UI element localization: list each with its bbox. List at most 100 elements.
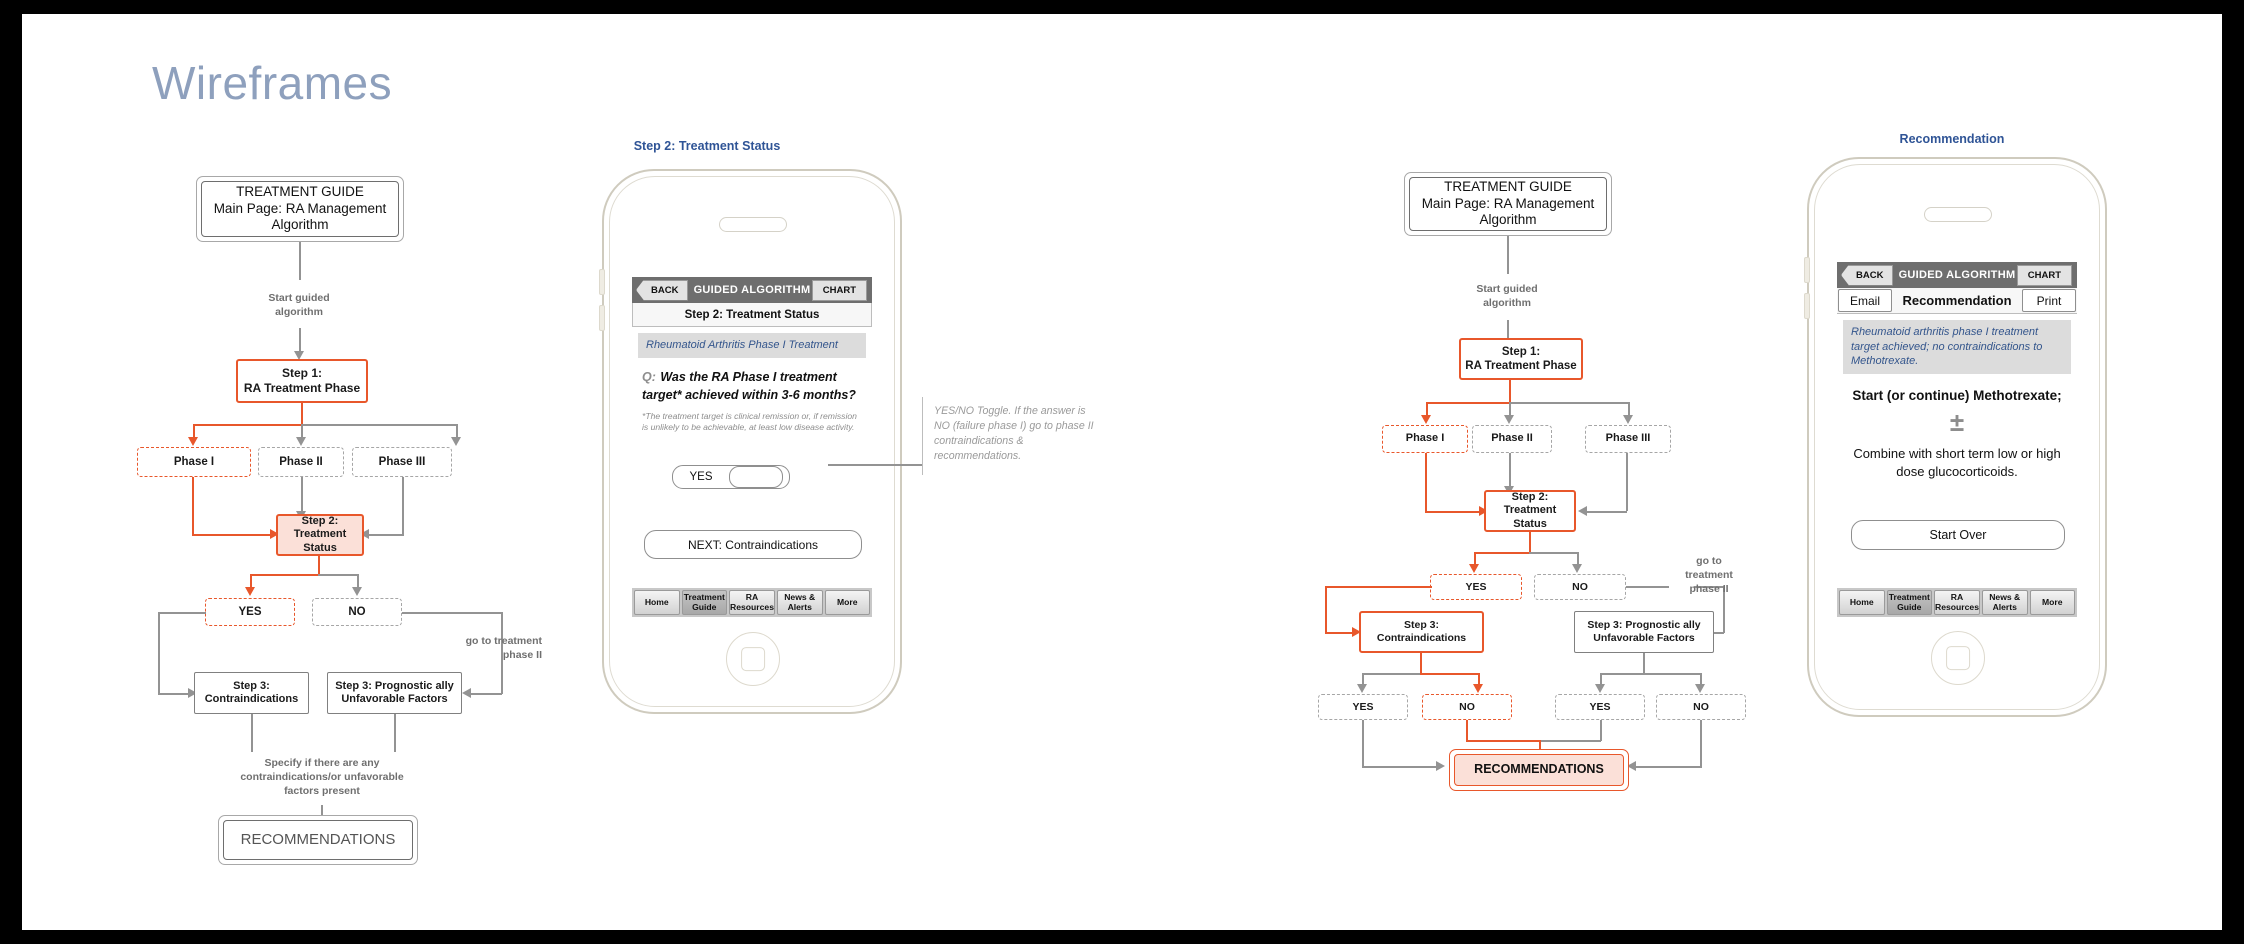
left-edge-p3-left — [367, 534, 403, 536]
right-no-box[interactable]: NO — [1534, 574, 1626, 600]
right-step3b-line2: Unfavorable Factors — [1593, 632, 1695, 644]
plus-minus-icon: ± — [1949, 406, 1965, 437]
left-nav-title: GUIDED ALGORITHM — [693, 284, 811, 296]
right-edge-step2-no — [1529, 552, 1578, 554]
left-arrow-yes — [245, 587, 255, 596]
left-annotation-bar — [922, 397, 924, 475]
left-step2-box[interactable]: Step 2: Treatment Status — [276, 514, 364, 556]
start-over-button[interactable]: Start Over — [1851, 520, 2065, 550]
right-edge-s3b-yes-down — [1600, 673, 1602, 686]
left-arrow-to-step1 — [294, 351, 304, 360]
tab-home[interactable]: Home — [634, 590, 680, 615]
left-phone-earpiece-speaker — [719, 217, 787, 232]
left-phone-home-button[interactable] — [726, 632, 780, 686]
left-edge-step2-down — [318, 556, 321, 576]
left-start-line3: Algorithm — [271, 217, 329, 233]
right-step3a-line1: Step 3: — [1403, 619, 1439, 632]
right-goto-line1: go to — [1696, 555, 1722, 567]
right-s3b-yes-box[interactable]: YES — [1555, 694, 1645, 720]
chart-button[interactable]: CHART — [811, 279, 867, 301]
back-button[interactable]: BACK — [636, 279, 689, 301]
right-edge-p1-right — [1425, 511, 1482, 514]
right-recommendations-label: RECOMMENDATIONS — [1454, 754, 1624, 786]
toggle-knob[interactable] — [729, 466, 783, 488]
right-recommendations-terminator[interactable]: RECOMMENDATIONS — [1449, 749, 1629, 791]
tab-more[interactable]: More — [2029, 590, 2076, 615]
left-step3b-box[interactable]: Step 3: Prognostic ally Unfavorable Fact… — [327, 672, 462, 714]
tab-news-alerts[interactable]: News &Alerts — [776, 590, 823, 615]
right-edge-p1-down — [1425, 453, 1428, 513]
right-phase1-box[interactable]: Phase I — [1382, 425, 1468, 453]
email-button[interactable]: Email — [1838, 289, 1892, 312]
left-edge-no-vert — [501, 612, 503, 694]
right-edge-to-phase1 — [1426, 402, 1429, 417]
right-phone-recommendation-body: Start (or continue) Methotrexate; ± Comb… — [1837, 374, 2077, 482]
left-edge-start-label: Start guided algorithm — [239, 291, 359, 319]
right-goto-label: go to treatment phase II — [1667, 554, 1751, 597]
left-edge-label-line1: Start guided — [268, 292, 330, 304]
tab-more[interactable]: More — [824, 590, 871, 615]
left-recommendations-label: RECOMMENDATIONS — [223, 820, 413, 860]
right-step2-box[interactable]: Step 2: Treatment Status — [1484, 490, 1576, 532]
left-recommendations-terminator[interactable]: RECOMMENDATIONS — [218, 815, 418, 865]
left-phase3-box[interactable]: Phase III — [352, 447, 452, 477]
left-step3a-box[interactable]: Step 3: Contraindications — [194, 672, 309, 714]
right-arrow-rec-left — [1436, 761, 1445, 771]
right-arrow-s3b-no — [1695, 684, 1705, 693]
left-edge-p1-right — [192, 534, 272, 537]
right-yes-box[interactable]: YES — [1430, 574, 1522, 600]
right-start-terminator: TREATMENT GUIDE Main Page: RA Management… — [1404, 172, 1612, 236]
right-step3b-box[interactable]: Step 3: Prognostic ally Unfavorable Fact… — [1574, 611, 1714, 653]
right-phase3-box[interactable]: Phase III — [1585, 425, 1671, 453]
right-phone-volume-up-button[interactable] — [1804, 257, 1810, 283]
chart-button[interactable]: CHART — [2016, 264, 2072, 286]
right-s3a-no-box[interactable]: NO — [1422, 694, 1512, 720]
right-edge-label-line1: Start guided — [1476, 283, 1538, 295]
left-arrow-step3a — [188, 688, 197, 698]
left-phone-volume-up-button[interactable] — [599, 269, 605, 295]
left-phone-volume-down-button[interactable] — [599, 305, 605, 331]
left-edge-yes-vert — [158, 612, 160, 694]
left-phase2-box[interactable]: Phase II — [258, 447, 344, 477]
right-step3b-line1: Step 3: Prognostic ally — [1587, 619, 1701, 632]
right-edge-to-phase3 — [1628, 402, 1630, 417]
right-edge-step2-down — [1529, 532, 1532, 554]
right-edge-yes-out — [1325, 586, 1432, 589]
yes-no-toggle[interactable]: YES — [672, 465, 790, 489]
left-phase1-box[interactable]: Phase I — [137, 447, 251, 477]
question-text: Was the RA Phase I treatment target* ach… — [642, 369, 856, 402]
left-yes-box[interactable]: YES — [205, 598, 295, 626]
right-step1-box[interactable]: Step 1: RA Treatment Phase — [1459, 338, 1583, 380]
left-phone-screen: GUIDED ALGORITHM BACK CHART Step 2: Trea… — [632, 277, 872, 617]
right-edge-noA-right — [1466, 740, 1541, 743]
right-edge-step2-yes — [1474, 552, 1531, 555]
print-button[interactable]: Print — [2022, 289, 2076, 312]
right-phone-navbar: GUIDED ALGORITHM BACK CHART — [1837, 262, 2077, 288]
right-arrow-p1-step2 — [1479, 506, 1488, 516]
right-step3a-box[interactable]: Step 3: Contraindications — [1359, 611, 1484, 653]
left-start-line2: Main Page: RA Management — [213, 200, 387, 216]
back-button[interactable]: BACK — [1841, 264, 1894, 286]
right-edge-yesA-down — [1362, 720, 1364, 768]
right-arrow-phase2 — [1504, 415, 1514, 424]
right-phone-home-button[interactable] — [1931, 631, 1985, 685]
right-edge-label-line2: algorithm — [1483, 297, 1531, 310]
right-s3a-yes-box[interactable]: YES — [1318, 694, 1408, 720]
tab-home[interactable]: Home — [1839, 590, 1885, 615]
right-phone-volume-down-button[interactable] — [1804, 293, 1810, 319]
left-edge-yes-in — [158, 693, 191, 695]
left-specify-label: Specify if there are any contraindicatio… — [212, 756, 432, 799]
right-s3b-no-box[interactable]: NO — [1656, 694, 1746, 720]
left-no-box[interactable]: NO — [312, 598, 402, 626]
next-button[interactable]: NEXT: Contraindications — [644, 530, 862, 559]
recommendation-line-2: Combine with short term low or high dose… — [1853, 445, 2061, 479]
right-phase2-box[interactable]: Phase II — [1472, 425, 1552, 453]
left-arrow-no — [352, 587, 362, 596]
tab-news-alerts[interactable]: News &Alerts — [1981, 590, 2028, 615]
left-step1-box[interactable]: Step 1: RA Treatment Phase — [236, 359, 368, 403]
